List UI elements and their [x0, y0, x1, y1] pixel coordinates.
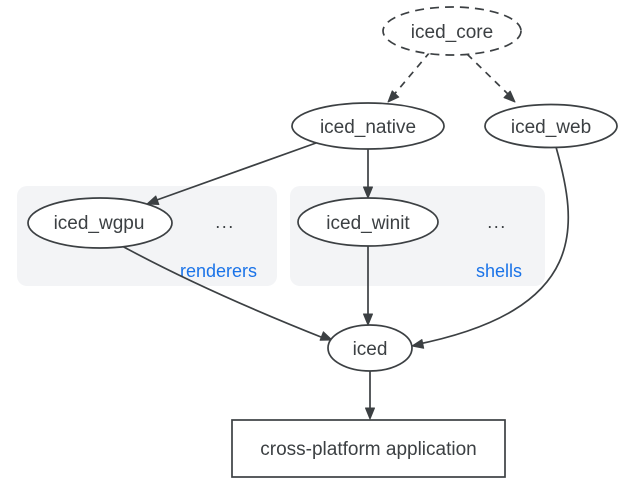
arrowhead [387, 90, 400, 103]
iced-web-label: iced_web [511, 117, 591, 138]
edge-line [466, 53, 512, 98]
edge-core-to-native [387, 51, 431, 103]
renderers-label: renderers [180, 261, 257, 281]
shells-ellipsis: ... [487, 212, 507, 232]
edge-wgpu-to-iced [121, 245, 333, 341]
edge-line [153, 142, 317, 202]
app-rect [231, 419, 506, 478]
edge-winit-to-iced [363, 246, 373, 326]
edge-line [391, 51, 431, 98]
edge-line [413, 146, 570, 346]
node-iced-web: iced_web [484, 103, 618, 149]
arrowhead [503, 90, 516, 103]
iced-web-ellipse [484, 103, 618, 149]
node-cross-platform-application: cross-platform application [231, 419, 506, 478]
arrowhead [363, 313, 373, 326]
edge-native-to-wgpu [146, 142, 317, 205]
edge-web-to-iced [411, 146, 570, 349]
arrowhead [146, 195, 160, 205]
node-iced-wgpu: iced_wgpu [27, 197, 173, 249]
edge-line [121, 245, 327, 340]
iced-core-ellipse [382, 6, 522, 56]
arrowhead [319, 331, 333, 341]
iced-winit-ellipse [297, 197, 439, 247]
iced-winit-label: iced_winit [326, 213, 410, 234]
node-iced: iced [327, 324, 413, 372]
iced-wgpu-ellipse [27, 197, 173, 249]
iced-core-label: iced_core [411, 22, 493, 43]
node-iced-native: iced_native [291, 102, 445, 150]
edge-iced-to-app [365, 371, 375, 420]
iced-native-ellipse [291, 102, 445, 150]
arrowhead [363, 186, 373, 199]
edge-native-to-winit [363, 149, 373, 199]
shells-label: shells [476, 261, 522, 281]
iced-ellipse [327, 324, 413, 372]
app-label: cross-platform application [260, 439, 476, 460]
arrowhead [411, 339, 425, 349]
node-iced-core: iced_core [382, 6, 522, 56]
renderers-ellipsis: ... [215, 212, 235, 232]
iced-label: iced [353, 339, 388, 360]
arrowhead [365, 407, 375, 420]
edge-core-to-web [466, 53, 516, 103]
node-iced-winit: iced_winit [297, 197, 439, 247]
iced-native-label: iced_native [320, 117, 416, 138]
iced-wgpu-label: iced_wgpu [54, 213, 145, 234]
